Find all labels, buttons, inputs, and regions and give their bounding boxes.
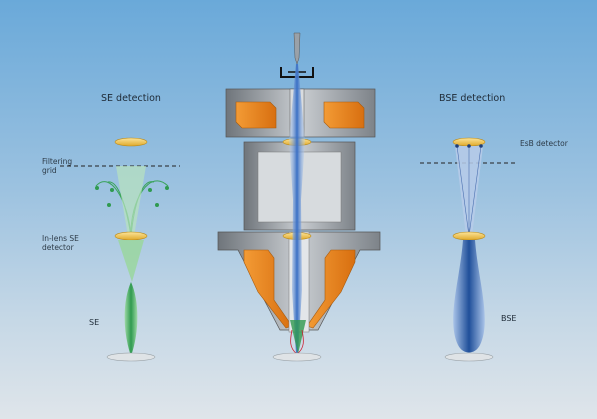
bse-label: BSE [501,314,517,323]
bse-detection-illustration [420,137,516,362]
se-electron-dots [95,186,169,207]
se-funnel-upper [116,166,146,236]
filtering-grid-label-line2: grid [42,166,57,175]
in-lens-label-line2: detector [42,243,74,252]
electron-source-tip [293,32,301,65]
primary-beam [289,64,305,354]
se-specimen [106,352,156,362]
bse-detector-points [455,144,483,148]
in-lens-label-line1: In-lens SE [42,234,79,243]
in-lens-detector-label: In-lens SE detector [42,234,79,252]
condenser-coil-left [235,101,277,129]
se-detection-title: SE detection [101,93,161,104]
filtering-grid-label: Filtering grid [42,157,72,175]
bse-lower-ring [452,231,486,241]
se-beam-cone [118,240,144,282]
bse-rays [456,145,482,237]
bse-detection-title: BSE detection [439,93,506,104]
se-top-ring [114,137,148,147]
filtering-grid-label-line1: Filtering [42,157,73,166]
in-lens-ring [114,231,148,241]
column-specimen [272,352,322,362]
se-beam-lobe [124,282,138,356]
esb-detector-label: EsB detector [520,139,568,148]
bse-beam-lobe [453,240,485,353]
se-detection-illustration [60,137,180,362]
condenser-coil-right [323,101,365,129]
se-label: SE [89,318,100,327]
bse-specimen [444,352,494,362]
sem-column [217,32,381,362]
